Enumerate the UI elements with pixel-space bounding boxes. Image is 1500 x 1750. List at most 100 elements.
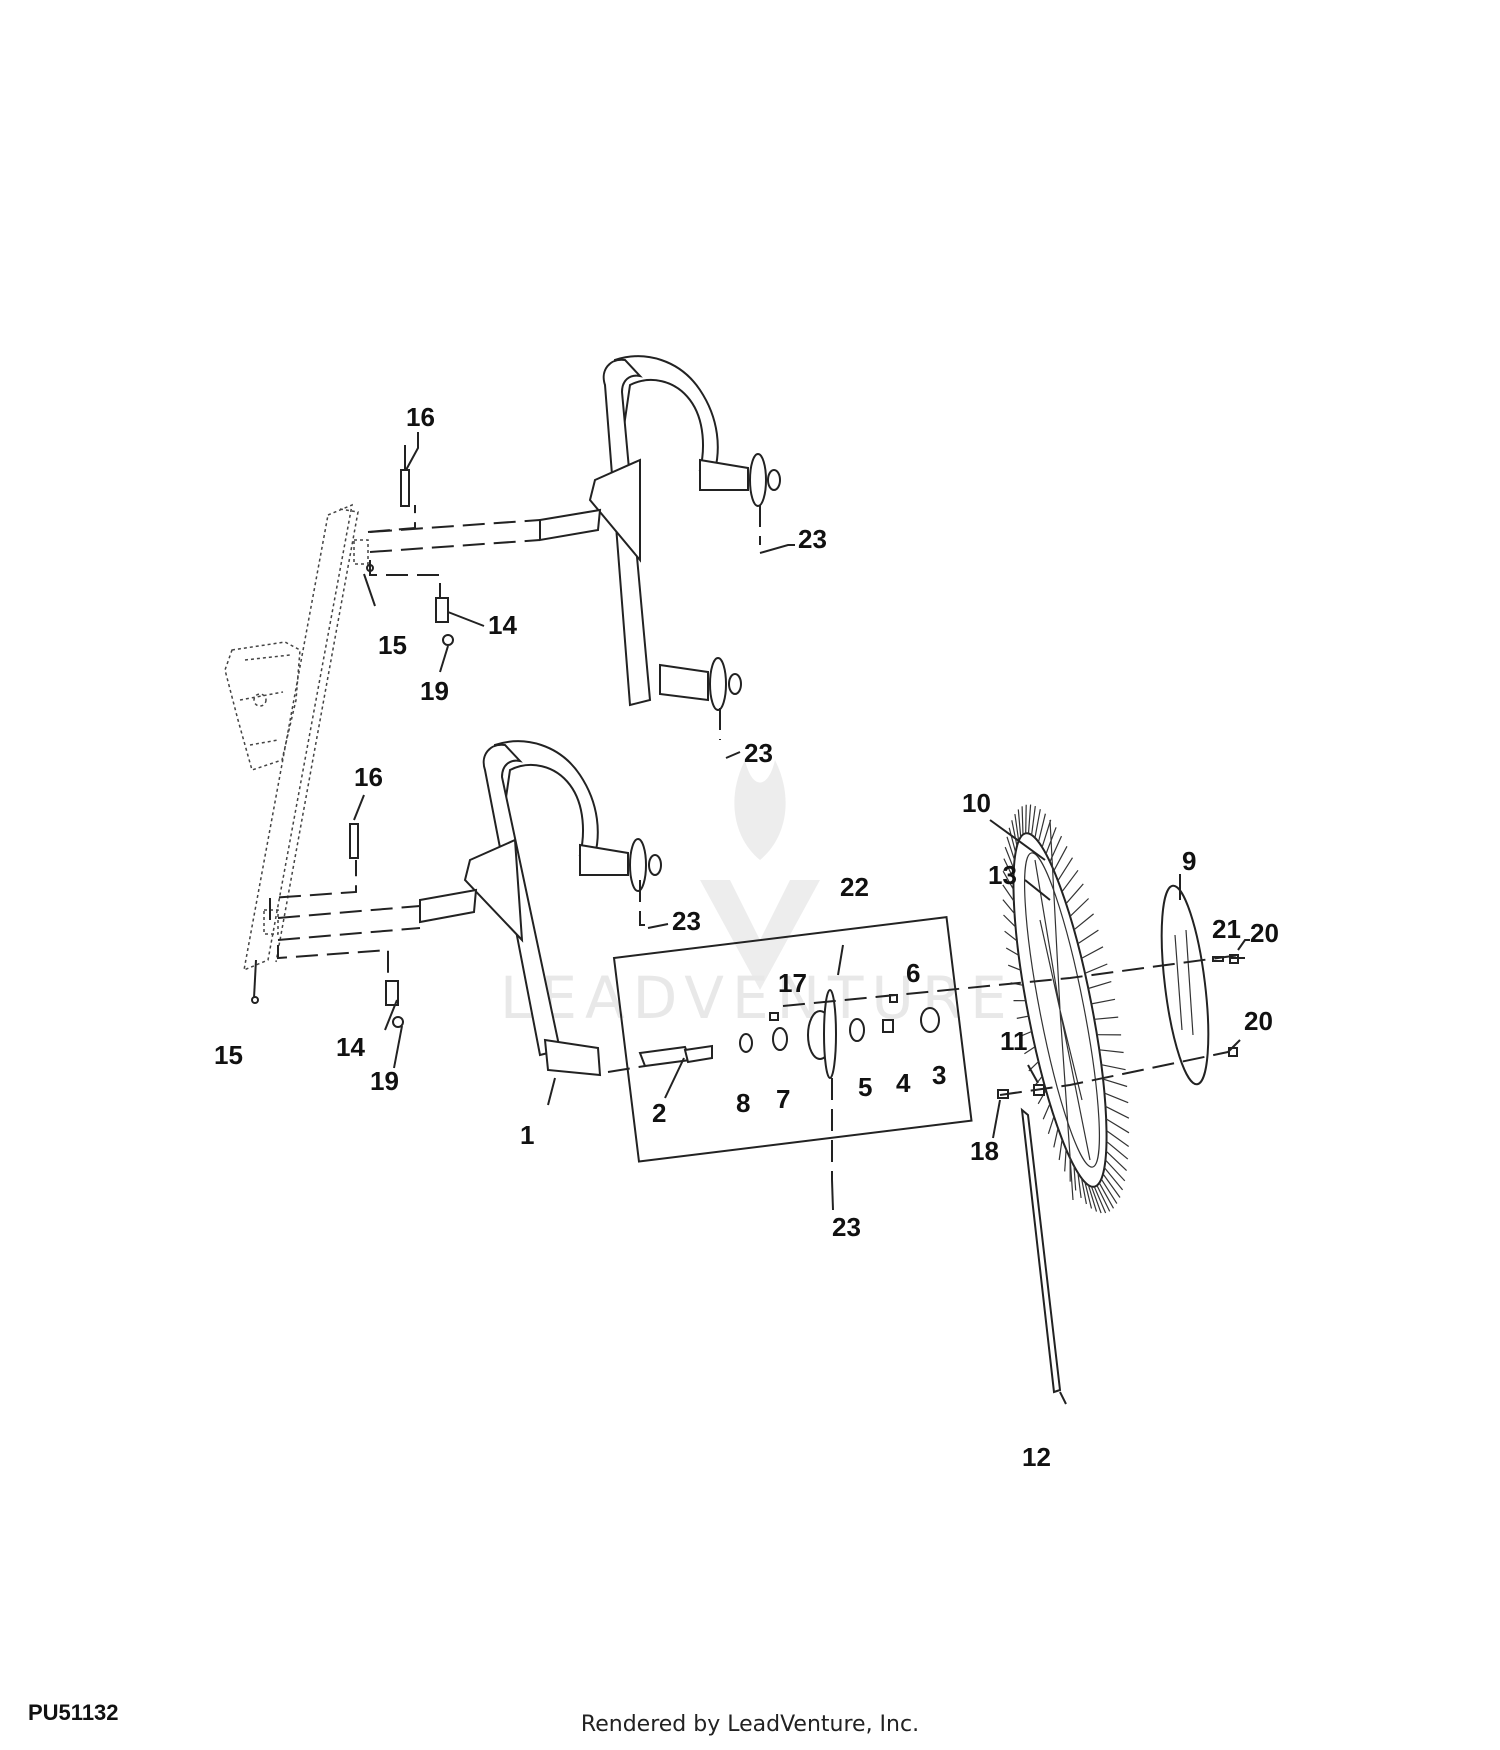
- wheel-tine: [1104, 1092, 1129, 1104]
- wheel-tine: [1002, 870, 1015, 890]
- wheel-tine: [1031, 806, 1036, 835]
- wheel-tine: [1011, 820, 1018, 847]
- wheel-tine: [1090, 1186, 1102, 1214]
- callout-19: 19: [420, 676, 449, 706]
- assembly-lines: [269, 505, 1245, 1180]
- wheel-tine: [1007, 964, 1022, 971]
- wheel-tine: [1094, 1016, 1119, 1020]
- callout-16: 16: [354, 762, 383, 792]
- upper-rake-arm: [539, 355, 781, 711]
- wheel-tine: [1101, 1064, 1126, 1071]
- wheel-tine: [1084, 963, 1108, 974]
- wheel-tine: [1003, 858, 1015, 879]
- callout-23: 23: [832, 1212, 861, 1242]
- wheel-tine: [1100, 1178, 1118, 1204]
- tooth-rod: [1020, 1107, 1062, 1394]
- callout-21: 21: [1212, 914, 1241, 944]
- callout-2: 2: [652, 1098, 666, 1128]
- wheel-tine: [1057, 857, 1074, 882]
- callout-20: 20: [1250, 918, 1279, 948]
- wheel-tine: [1004, 846, 1015, 870]
- callout-17: 17: [778, 968, 807, 998]
- callout-11: 11: [1000, 1026, 1028, 1056]
- wheel-guard: [1160, 884, 1210, 1086]
- wheel-tine: [1087, 1184, 1098, 1212]
- wheel-tine: [1045, 827, 1057, 855]
- wheel-tine: [1096, 1185, 1111, 1212]
- wheel-tine: [1064, 1149, 1067, 1172]
- wheel-tine: [1006, 836, 1016, 861]
- callout-22: 22: [840, 872, 869, 902]
- wheel-tine: [1016, 1015, 1029, 1019]
- wheel-tine: [1103, 1167, 1124, 1191]
- mounting-bar: [224, 503, 369, 972]
- callout-14: 14: [336, 1032, 365, 1062]
- hub-kit-box: [612, 916, 973, 1163]
- wheel-tine: [1025, 804, 1027, 834]
- callout-8: 8: [736, 1088, 750, 1118]
- callout-7: 7: [776, 1084, 790, 1114]
- wheel-tine: [1077, 929, 1099, 945]
- wheel-tine: [1014, 814, 1020, 841]
- wheel-tine: [1073, 913, 1094, 931]
- wheel-tine: [1020, 1030, 1032, 1037]
- wheel-tine: [1102, 1078, 1128, 1088]
- callout-14: 14: [488, 610, 517, 640]
- wheel-tine: [1005, 947, 1020, 956]
- callout-23: 23: [798, 524, 827, 554]
- wheel-tine: [1105, 1105, 1130, 1119]
- wheel-tine: [1049, 835, 1063, 863]
- wheel-tine: [1008, 827, 1017, 853]
- callout-23: 23: [672, 906, 701, 936]
- wheel-tine: [1105, 1150, 1128, 1172]
- wheel-tine: [1065, 883, 1084, 905]
- wheel-tine: [1003, 914, 1017, 928]
- wheel-tine: [1073, 1166, 1077, 1191]
- callout-19: 19: [370, 1066, 399, 1096]
- wheel-tine: [1042, 1103, 1051, 1120]
- wheel-tine: [1004, 930, 1018, 942]
- callout-15: 15: [378, 630, 407, 660]
- wheel-tine: [1098, 1182, 1115, 1209]
- wheel-tine: [1058, 1139, 1063, 1161]
- callout-18: 18: [970, 1136, 999, 1166]
- wheel-tine: [1106, 1140, 1129, 1160]
- wheel-tine: [1037, 813, 1046, 843]
- wheel-tine: [1102, 1173, 1121, 1198]
- callout-10: 10: [962, 788, 991, 818]
- wheel-tine: [1053, 1128, 1059, 1148]
- wheel-tine: [1084, 1182, 1093, 1209]
- lower-rake-arm: [419, 740, 662, 1077]
- callout-23: 23: [744, 738, 773, 768]
- footer-credit: Rendered by LeadVenture, Inc.: [580, 1712, 920, 1737]
- callout-9: 9: [1182, 846, 1196, 876]
- wheel-tine: [1077, 1172, 1082, 1198]
- rake-wheel: [1002, 804, 1130, 1214]
- callout-1: 1: [520, 1120, 534, 1150]
- callout-12: 12: [1022, 1442, 1051, 1472]
- wheel-tine: [1099, 1049, 1124, 1054]
- wheel-tine: [1024, 1046, 1036, 1055]
- callout-16: 16: [406, 402, 435, 432]
- wheel-tine: [1069, 898, 1090, 917]
- callout-4: 4: [896, 1068, 911, 1098]
- callout-6: 6: [906, 958, 920, 988]
- callout-3: 3: [932, 1060, 946, 1090]
- wheel-tine: [1105, 1159, 1126, 1182]
- wheel-tine: [1081, 946, 1104, 959]
- wheel-tine: [1002, 884, 1015, 902]
- wheel-tine: [1106, 1130, 1130, 1147]
- callout-15: 15: [214, 1040, 243, 1070]
- wheel-tine: [1105, 1118, 1130, 1134]
- wheel-tine: [1017, 809, 1022, 838]
- small-hardware: [251, 469, 1239, 1099]
- wheel-tine: [1027, 804, 1032, 834]
- wheel-tine: [1041, 819, 1052, 848]
- callout-5: 5: [858, 1072, 872, 1102]
- callout-20: 20: [1244, 1006, 1273, 1036]
- wheel-tine: [1002, 899, 1016, 915]
- leader-lines: [253, 432, 1250, 1405]
- wheel-tine: [1080, 1177, 1087, 1205]
- wheel-tine: [1091, 998, 1116, 1005]
